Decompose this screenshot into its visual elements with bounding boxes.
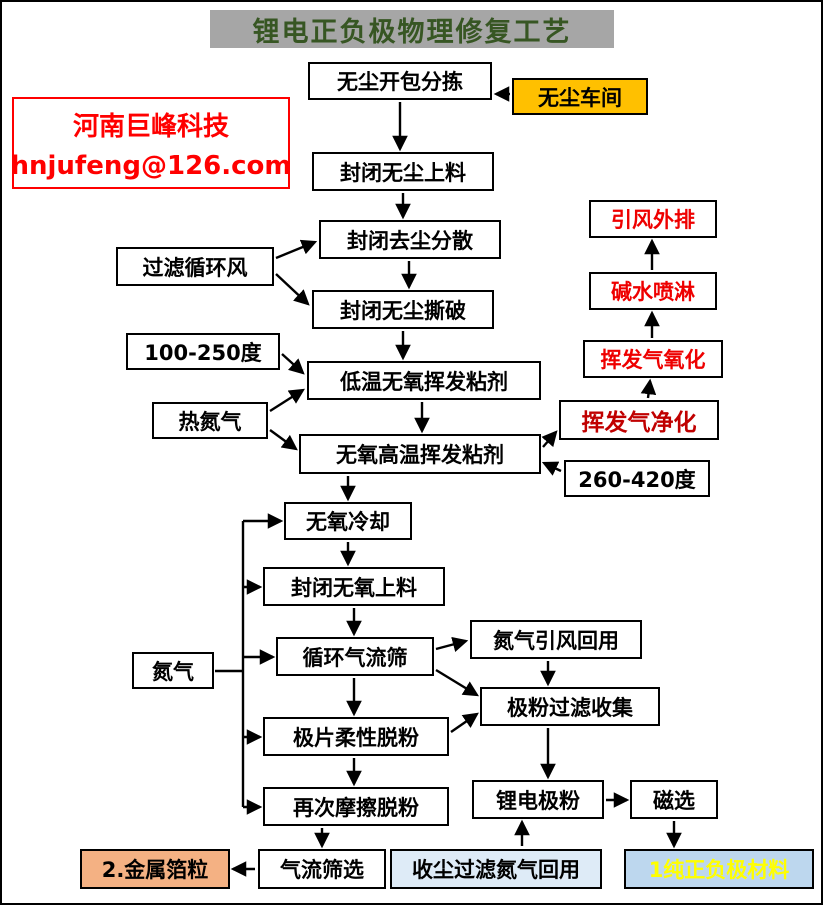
- company-name: 河南巨峰科技: [72, 111, 229, 142]
- node-dust-nitrogen-reuse: 收尘过滤氮气回用: [390, 849, 602, 889]
- node-low-temp-volatilize: 低温无氧挥发粘剂: [307, 361, 541, 400]
- node-hot-nitrogen: 热氮气: [152, 402, 268, 439]
- node-metal-foil: 2.金属箔粒: [80, 849, 230, 889]
- arrow-hotn2-to-hightemp: [269, 429, 298, 451]
- node-nitrogen-draft-reuse: 氮气引风回用: [470, 620, 642, 659]
- node-sealed-dust-dispersion: 封闭去尘分散: [319, 220, 501, 259]
- node-high-temp-volatilize: 无氧高温挥发粘剂: [299, 434, 541, 474]
- node-exhaust: 引风外排: [589, 200, 717, 238]
- company-email: hnjufeng@126.com: [10, 150, 292, 181]
- arrow-temp260-to-hightemp: [541, 461, 562, 476]
- arrow-hotn2-to-lowtemp: [269, 388, 305, 413]
- node-filtered-circulating-air: 过滤循环风: [116, 247, 274, 286]
- node-alkali-spray: 碱水喷淋: [589, 272, 717, 310]
- node-friction-depowder: 再次摩擦脱粉: [263, 787, 449, 826]
- node-temp-260-420: 260-420度: [564, 460, 710, 497]
- arrow-sieve-to-draftreuse: [435, 636, 469, 652]
- node-circulating-air-sieve: 循环气流筛: [276, 637, 434, 676]
- node-temp-100-250: 100-250度: [126, 333, 280, 370]
- node-dust-free-workshop: 无尘车间: [512, 78, 648, 115]
- page-title: 锂电正负极物理修复工艺: [210, 10, 614, 48]
- arrow-sieve-to-collect: [435, 668, 479, 697]
- node-powder-filter-collect: 极粉过滤收集: [480, 687, 660, 726]
- arrow-circair-to-tearing: [275, 273, 310, 306]
- node-flexible-depowder: 极片柔性脱粉: [263, 717, 449, 756]
- arrow-purification-to-oxidation: [640, 378, 657, 399]
- node-air-sieve-select: 气流筛选: [258, 849, 386, 889]
- arrow-flexible-to-collect: [450, 712, 479, 733]
- node-nitrogen: 氮气: [132, 652, 214, 689]
- node-sealed-feeding: 封闭无尘上料: [312, 152, 494, 191]
- node-lithium-powder: 锂电极粉: [472, 780, 604, 819]
- node-sealed-anaerobic-feeding: 封闭无氧上料: [263, 567, 445, 606]
- node-gas-oxidation: 挥发气氧化: [583, 340, 723, 378]
- arrow-circair-to-dispersion: [275, 239, 318, 260]
- node-anaerobic-cooling: 无氧冷却: [284, 502, 412, 540]
- node-sealed-tearing: 封闭无尘撕破: [312, 290, 494, 329]
- node-pure-material: 1纯正负极材料: [624, 849, 814, 889]
- company-box: 河南巨峰科技 hnjufeng@126.com: [10, 97, 292, 189]
- node-magnetic-separation: 磁选: [630, 780, 718, 819]
- arrow-hightemp-to-purification: [541, 430, 558, 448]
- node-unpack-sort: 无尘开包分拣: [308, 62, 492, 100]
- arrow-temp100-to-lowtemp: [281, 353, 305, 375]
- node-gas-purification: 挥发气净化: [559, 400, 719, 440]
